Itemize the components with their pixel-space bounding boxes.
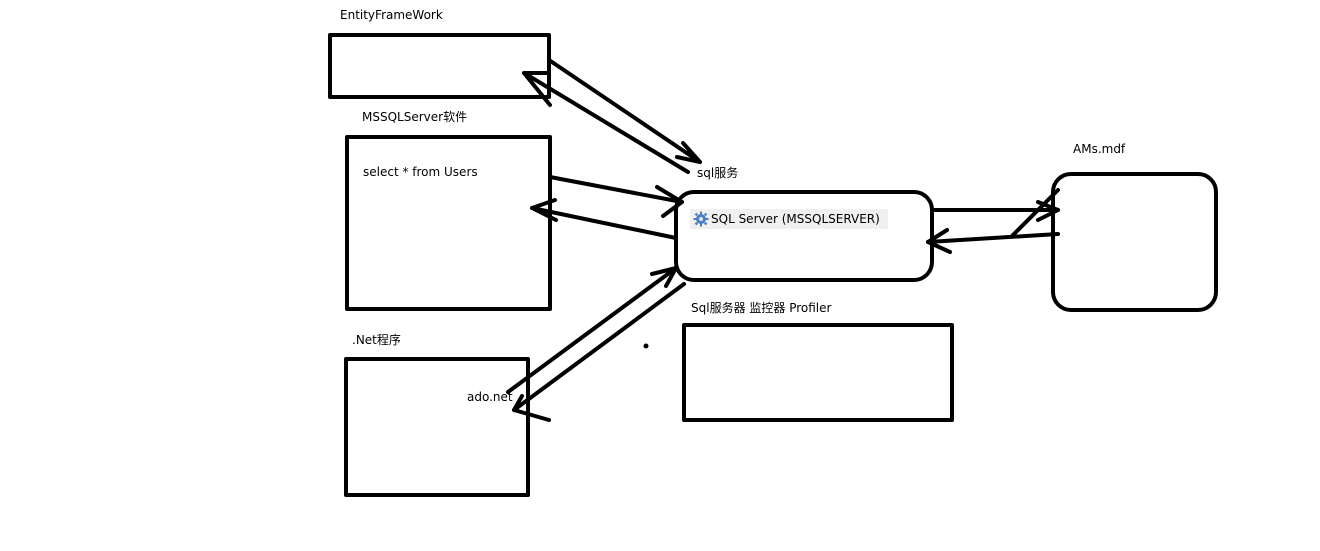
profiler-label: Sql服务器 监控器 Profiler xyxy=(691,301,832,315)
arrow-mdf-to-sql xyxy=(926,188,1060,254)
entityframework-box xyxy=(328,33,551,99)
net-program-label: .Net程序 xyxy=(352,333,401,347)
select-query-label: select * from Users xyxy=(363,165,478,179)
arrow-ef-to-sql xyxy=(547,58,702,164)
adonet-label: ado.net xyxy=(467,390,513,404)
sql-service-box xyxy=(674,190,934,282)
arrow-sql-to-mssql xyxy=(530,198,678,240)
mssqlserver-software-label: MSSQLServer软件 xyxy=(362,110,468,124)
stray-dot xyxy=(643,343,649,349)
mssqlserver-software-box xyxy=(345,135,552,311)
sql-service-label: sql服务 xyxy=(697,166,739,180)
profiler-box xyxy=(682,323,954,422)
arrow-sql-to-adonet xyxy=(512,282,686,422)
entityframework-label: EntityFrameWork xyxy=(340,8,443,22)
sql-server-service-label: SQL Server (MSSQLSERVER) xyxy=(711,212,880,226)
arrow-mssql-to-sql xyxy=(548,175,684,218)
arrow-sql-to-ef xyxy=(522,71,690,174)
net-program-box xyxy=(344,357,530,497)
arrow-adonet-to-sql xyxy=(506,266,678,394)
gear-icon xyxy=(693,211,709,227)
ams-mdf-box xyxy=(1051,172,1218,312)
sql-server-service-row: SQL Server (MSSQLSERVER) xyxy=(690,209,888,229)
ams-mdf-label: AMs.mdf xyxy=(1073,142,1126,156)
